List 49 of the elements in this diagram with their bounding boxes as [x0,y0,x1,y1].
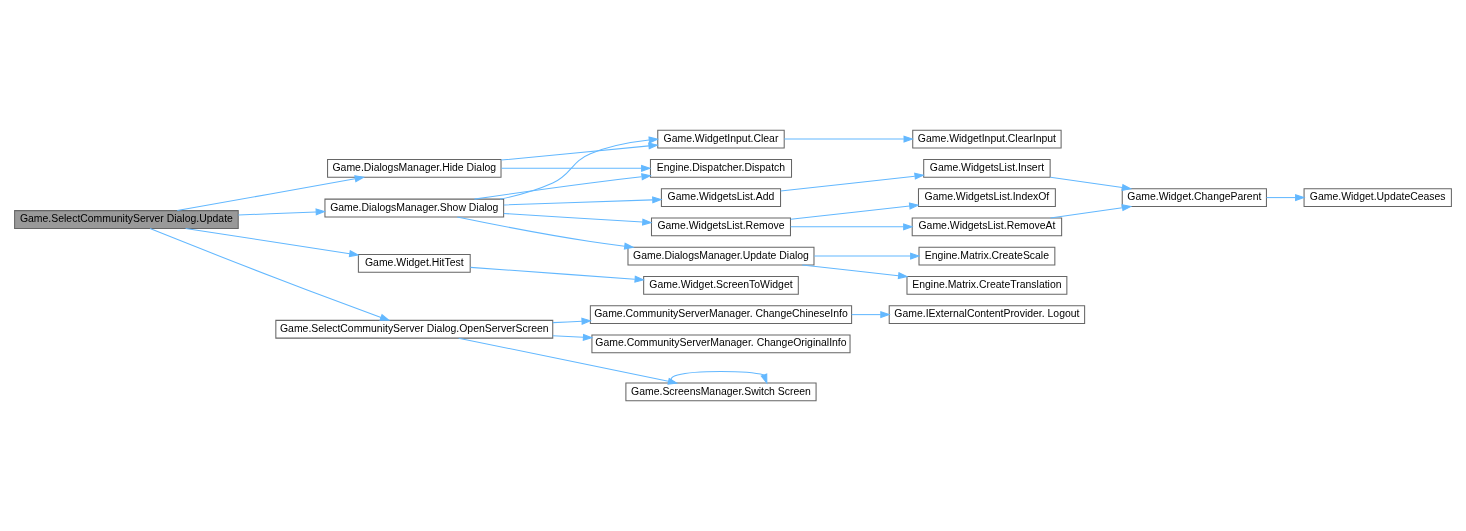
node-box: Game.IExternalContentProvider. Logout [888,305,1086,324]
node-box: Game.CommunityServerManager. ChangeOriginalInfo [591,334,851,354]
arrow [473,173,652,200]
node-box: Game.Widget.ChangeParent [1121,188,1267,207]
arrow [790,223,914,231]
arrow [801,264,909,280]
arrow [237,208,327,216]
arrow [500,142,659,161]
arrow [149,228,391,321]
arrow [552,333,594,341]
arrow [813,252,921,260]
node-box: Game.Widget.HitTest [357,254,471,273]
arrow [176,175,366,212]
node-box: Game.WidgetsList.IndexOf [917,188,1056,207]
node-box: Game.WidgetsList.RemoveAt [911,217,1063,237]
arrow [780,172,925,192]
node-box: Game.ScreensManager.Switch Screen [625,382,817,402]
node-box: Game.DialogsManager.Hide Dialog [327,158,502,178]
arrow [1049,176,1133,192]
node-box: Engine.Dispatcher.Dispatch [649,158,793,178]
arrow [670,371,768,385]
node-box: Game.Widget.UpdateCeases [1303,188,1452,207]
arrow [185,227,360,258]
node-box: Game.CommunityServerManager. ChangeChineseInfo [589,305,853,324]
arrow [851,310,891,319]
arrow [503,212,653,226]
arrow [503,196,663,206]
node-box: Engine.Matrix.CreateTranslation [906,275,1068,295]
node-box: Game.Widget.ScreenToWidget [643,275,799,295]
node-box: Game.SelectCommunityServer Dialog.OpenServerScreen [275,319,554,339]
arrow [790,202,920,220]
arrow [1049,204,1133,219]
arrow [552,317,592,325]
node-box: Game.DialogsManager.Update Dialog [627,246,815,266]
arrow [500,164,652,172]
arrow [456,216,635,250]
node-box: Game.WidgetInput.Clear [657,129,785,149]
node-box: Game.DialogsManager.Show Dialog [324,198,505,218]
arrow [499,136,660,200]
arrow [1266,193,1306,202]
arrow [470,266,645,283]
arrow [458,337,679,385]
arrow [783,135,914,143]
node-box: Game.WidgetsList.Add [660,188,782,207]
node-box: Game.WidgetInput.ClearInput [912,129,1062,149]
node-box: Game.WidgetsList.Insert [923,158,1051,178]
node-box: Game.SelectCommunityServer Dialog.Update [14,210,239,229]
node-box: Game.WidgetsList.Remove [650,217,791,237]
node-box: Engine.Matrix.CreateScale [918,246,1056,266]
